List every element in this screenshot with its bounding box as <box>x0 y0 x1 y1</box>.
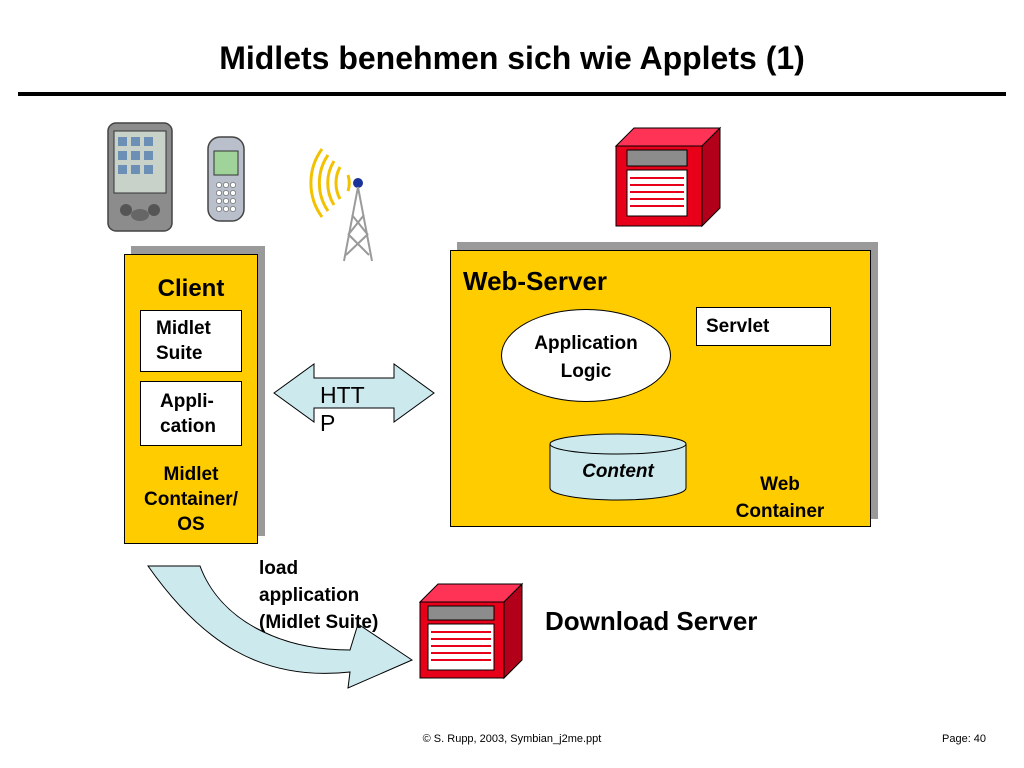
mobile-phone-icon <box>207 136 245 222</box>
http-label: HTT P <box>320 382 365 436</box>
application-logic-ellipse <box>501 309 671 402</box>
application-label: Appli- cation <box>160 391 216 437</box>
web-server-title: Web-Server <box>463 266 608 296</box>
client-title: Client <box>157 275 225 302</box>
load-application-label: load application (Midlet Suite) <box>259 558 379 633</box>
http-arrow <box>273 363 435 423</box>
download-server-icon <box>418 582 524 680</box>
application-box <box>140 381 242 446</box>
server-icon <box>614 126 722 228</box>
antenna-tower-icon <box>309 148 373 262</box>
title-divider <box>18 92 1006 96</box>
pda-icon <box>107 122 173 232</box>
devices-illustration <box>107 122 373 262</box>
midlet-suite-box <box>140 310 242 372</box>
footer-copyright: © S. Rupp, 2003, Symbian_j2me.ppt <box>422 733 602 745</box>
content-label: Content <box>582 461 654 482</box>
application-logic-label: Application Logic <box>534 333 638 382</box>
download-arrow <box>147 565 414 689</box>
web-container-label: Web Container <box>735 474 825 522</box>
midlet-container-label: Midlet Container/ OS <box>144 464 238 535</box>
servlet-box <box>696 307 831 346</box>
download-server-label: Download Server <box>545 606 758 636</box>
midlet-suite-label: Midlet Suite <box>156 318 211 364</box>
content-cylinder <box>549 433 687 501</box>
servlet-label: Servlet <box>706 316 770 337</box>
footer-page-number: Page: 40 <box>942 733 987 745</box>
slide-title: Midlets benehmen sich wie Applets (1) <box>219 40 805 76</box>
